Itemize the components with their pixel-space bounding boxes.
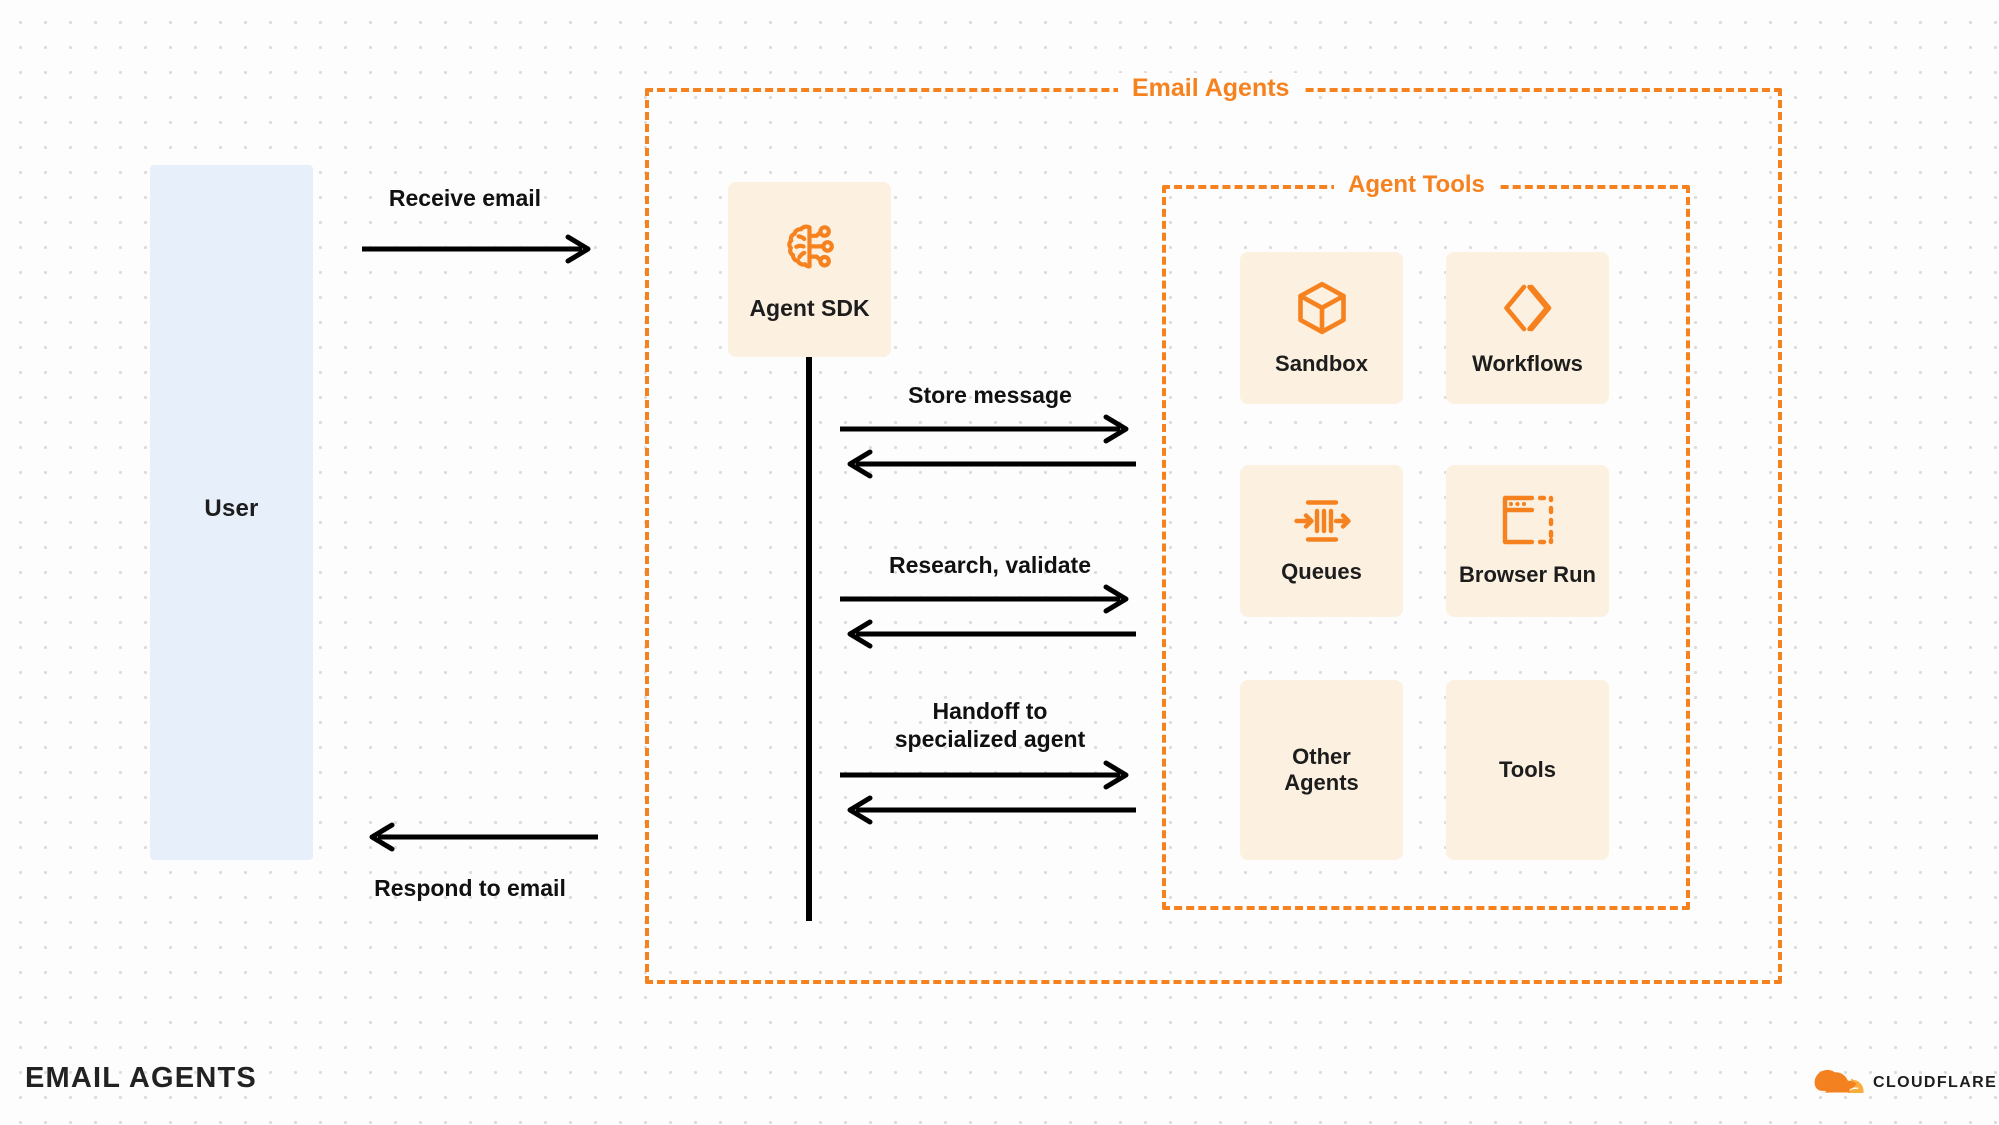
- tool-tile-workflows[interactable]: Workflows: [1446, 252, 1609, 404]
- message-label-receive-email: Receive email: [388, 185, 542, 211]
- agent-tools-container-label: Agent Tools: [1334, 170, 1499, 200]
- tool-tile-sandbox[interactable]: Sandbox: [1240, 252, 1403, 404]
- cloudflare-wordmark: CLOUDFLARE: [1873, 1074, 1998, 1091]
- tool-label-workflows: Workflows: [1472, 351, 1583, 377]
- cloudflare-logo: CLOUDFLARE: [1812, 1068, 1997, 1098]
- cube-icon: [1293, 279, 1351, 337]
- arrow-receive-email: [362, 234, 591, 264]
- agent-lifeline: [806, 357, 812, 921]
- message-label-store-message: Store message: [908, 382, 1072, 408]
- queue-arrows-icon: [1293, 497, 1351, 545]
- tool-label-browser-run: Browser Run: [1459, 562, 1596, 588]
- tool-label-tools: Tools: [1498, 757, 1557, 783]
- message-label-research-validate: Research, validate: [888, 552, 1091, 578]
- agent-sdk-node[interactable]: Agent SDK: [728, 182, 891, 357]
- tool-label-other-agents: Other Agents: [1284, 744, 1359, 795]
- tool-label-queues: Queues: [1281, 559, 1362, 585]
- browser-window-dashed-icon: [1499, 494, 1557, 548]
- message-label-handoff: Handoff to specialized agent: [894, 698, 1086, 752]
- brain-circuit-icon: [782, 218, 838, 279]
- cloudflare-cloud-icon: [1812, 1068, 1864, 1098]
- email-agents-container-label: Email Agents: [1118, 73, 1304, 103]
- arrow-research-validate-response: [847, 619, 1136, 649]
- tool-tile-queues[interactable]: Queues: [1240, 465, 1403, 617]
- tool-label-sandbox: Sandbox: [1275, 351, 1368, 377]
- message-label-respond-to-email: Respond to email: [374, 875, 566, 901]
- arrow-handoff-response: [847, 795, 1136, 825]
- tool-tile-browser-run[interactable]: Browser Run: [1446, 465, 1609, 617]
- tool-tile-tools[interactable]: Tools: [1446, 680, 1609, 860]
- arrow-respond-to-email: [369, 822, 598, 852]
- arrow-handoff-request: [840, 760, 1129, 790]
- user-actor-label: User: [204, 495, 259, 522]
- arrow-store-message-request: [840, 414, 1129, 444]
- page-title: EMAIL AGENTS: [25, 1062, 257, 1094]
- chevron-diamond-icon: [1499, 279, 1557, 337]
- arrow-store-message-response: [847, 449, 1136, 479]
- agent-sdk-label: Agent SDK: [749, 294, 870, 321]
- arrow-research-validate-request: [840, 584, 1129, 614]
- user-actor-box: [150, 165, 313, 860]
- tool-tile-other-agents[interactable]: Other Agents: [1240, 680, 1403, 860]
